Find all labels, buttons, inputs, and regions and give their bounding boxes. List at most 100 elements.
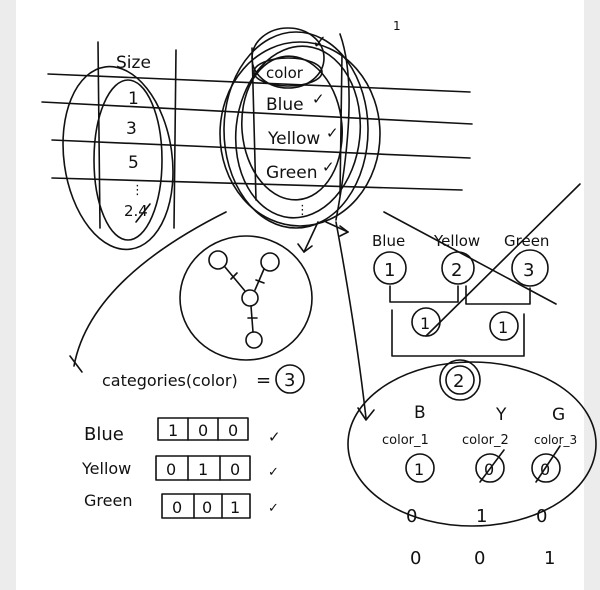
tree-leaf-blue: Blue	[372, 232, 405, 250]
one-hot-bit: 0	[230, 460, 240, 479]
size-loop-inner	[93, 79, 163, 241]
check-blue: ✓	[312, 90, 325, 108]
pointer-curve	[73, 211, 227, 367]
color-header: color	[266, 64, 304, 82]
graph-sketch-border	[179, 235, 313, 361]
categories-line: categories(color) = 3	[102, 364, 305, 394]
arrow-down-left	[303, 221, 319, 253]
tree-leaf-green: Green	[504, 232, 549, 250]
graph-sketch	[179, 235, 313, 361]
category-tree: Blue Yellow Green 1 2 3 1 1 2	[372, 183, 581, 401]
tree-root-inner	[445, 365, 475, 395]
one-hot-bit: 0	[198, 421, 208, 440]
columns-loop	[347, 361, 597, 527]
tree-bracket-right	[465, 285, 531, 305]
size-ellipsis: ⋮	[131, 183, 144, 198]
one-hot-check: ✓	[268, 465, 279, 480]
strike-mark	[135, 203, 151, 223]
size-value-3: 5	[128, 153, 139, 173]
one-hot-bit: 0	[228, 421, 238, 440]
column-name-1: color_1	[382, 433, 429, 448]
row1-value-3: 0	[536, 506, 547, 527]
color-side-stroke	[335, 33, 350, 221]
categories-count: 3	[284, 370, 295, 391]
tree-root-outer	[439, 359, 481, 401]
column-strike-3	[535, 445, 561, 483]
stray-mark: 1	[393, 19, 401, 33]
column-value-circle-1	[405, 453, 435, 483]
one-hot-box-yellow	[155, 455, 251, 481]
tree-bracket-bottom	[391, 309, 525, 357]
graph-edge-down	[250, 305, 254, 333]
column-name-2: color_2	[462, 433, 509, 448]
tree-leaf-yellow: Yellow	[433, 232, 480, 250]
table-rule-2	[41, 101, 473, 125]
one-hot-label-green: Green	[84, 491, 132, 510]
column-value-circle-3	[531, 453, 561, 483]
categories-label: categories(color)	[102, 371, 238, 390]
size-col-left-line	[97, 41, 101, 229]
color-loop-3	[240, 55, 344, 201]
categories-count-circle	[275, 364, 305, 394]
pointer-head	[69, 355, 83, 373]
color-value-green: Green	[266, 163, 317, 183]
table-rule-3	[51, 139, 471, 159]
size-loop-outer	[62, 65, 174, 251]
tree-root-value: 2	[453, 371, 464, 392]
graph-node-center	[241, 289, 259, 307]
tree-mid-right-value: 1	[498, 318, 508, 337]
one-hot-bit: 1	[230, 498, 240, 517]
arrow-head-left	[297, 243, 313, 253]
color-ellipsis: ⋮	[296, 203, 309, 218]
tree-leaf-yellow-circle	[441, 251, 475, 285]
color-value-yellow: Yellow	[267, 129, 320, 149]
graph-edge-left	[224, 266, 246, 292]
graph-node-top-left	[208, 250, 228, 270]
tree-leaf-blue-circle	[373, 251, 407, 285]
tree-leaf-blue-value: 1	[384, 260, 395, 281]
tree-mid-left-circle	[411, 307, 441, 337]
check-green: ✓	[322, 158, 335, 176]
column-letter-b: B	[414, 403, 426, 423]
column-strike-2	[479, 449, 505, 483]
row2-value-3: 1	[544, 548, 555, 569]
one-hot-bit: 1	[198, 460, 208, 479]
cross-stroke-2	[425, 183, 581, 337]
tree-leaf-green-circle	[511, 249, 549, 287]
table-rule-1	[47, 73, 471, 93]
one-hot-label-blue: Blue	[84, 424, 124, 445]
graph-tick-2	[255, 279, 265, 284]
row2-value-2: 0	[474, 548, 485, 569]
table-rule-4	[51, 177, 463, 191]
categories-equals: =	[256, 370, 271, 391]
column-value-1: 1	[414, 460, 424, 479]
tree-mid-right-circle	[489, 311, 519, 341]
one-hot-box-green	[161, 493, 251, 519]
one-hot-bit: 1	[168, 421, 178, 440]
size-header: Size	[116, 53, 151, 73]
one-hot-box-blue	[157, 417, 249, 441]
tree-mid-left-value: 1	[420, 314, 430, 333]
check-yellow: ✓	[326, 124, 339, 142]
tree-leaf-green-value: 3	[523, 260, 534, 281]
long-arrow	[335, 221, 367, 419]
row1-value-2: 1	[476, 506, 487, 527]
size-value-1: 1	[128, 89, 139, 109]
column-letter-g: G	[552, 405, 565, 425]
color-value-blue: Blue	[266, 95, 304, 115]
graph-node-top-right	[260, 252, 280, 272]
color-loop-1	[223, 31, 369, 229]
arrow-head-right	[339, 225, 349, 237]
long-arrow-head	[357, 407, 375, 421]
size-table: Size 1 3 5 ⋮ 2.4	[41, 41, 473, 251]
one-hot-check: ✓	[268, 501, 279, 516]
column-name-3: color_3	[534, 433, 577, 447]
one-hot-bit: 0	[202, 498, 212, 517]
color-loop-4	[219, 41, 381, 227]
one-hot-table: Blue 1 0 0 ✓ Yellow 0 1 0 ✓ Green 0 0 1 …	[81, 417, 281, 519]
row1-value-1: 0	[406, 506, 417, 527]
row2-value-1: 0	[410, 548, 421, 569]
color-header-loop	[253, 57, 323, 87]
color-top-loop	[251, 27, 325, 89]
